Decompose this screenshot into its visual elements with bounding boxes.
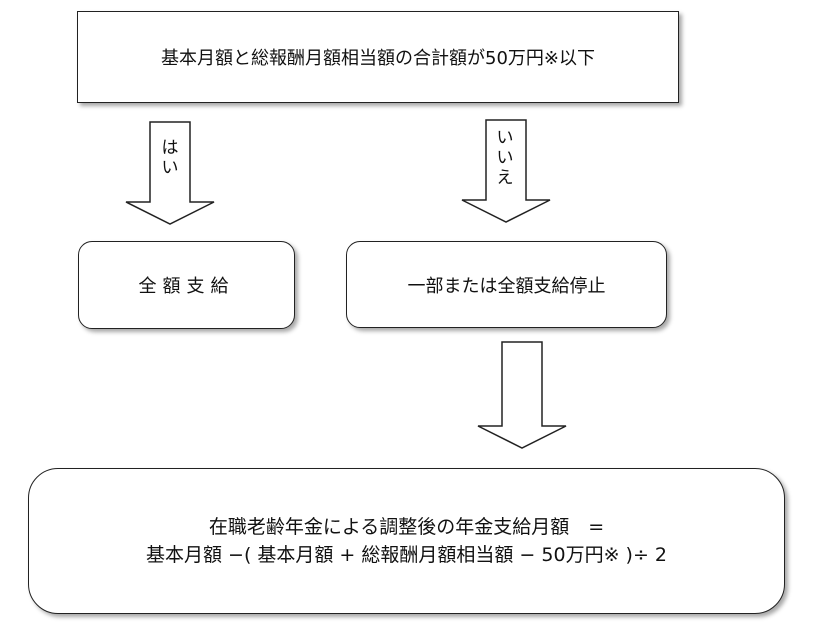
full-payment-text: 全額支給 [138, 276, 235, 297]
yes-arrow [125, 121, 215, 225]
formula-line-2: 基本月額 −( 基本月額 + 総報酬月額相当額 − 50万円※ )÷ 2 [145, 544, 667, 566]
formula-box: 在職老齢年金による調整後の年金支給月額 = 基本月額 −( 基本月額 + 総報酬… [28, 468, 785, 614]
no-arrow [461, 119, 551, 223]
down-arrow [477, 341, 567, 449]
condition-text: 基本月額と総報酬月額相当額の合計額が50万円※以下 [161, 48, 595, 69]
condition-box: 基本月額と総報酬月額相当額の合計額が50万円※以下 [77, 11, 679, 103]
formula-line-1: 在職老齢年金による調整後の年金支給月額 = [208, 515, 605, 538]
full-payment-box: 全額支給 [78, 241, 295, 329]
no-label: い い え [496, 128, 514, 188]
yes-label: は い [161, 138, 179, 178]
partial-stop-text: 一部または全額支給停止 [407, 275, 606, 297]
partial-stop-box: 一部または全額支給停止 [346, 241, 667, 328]
